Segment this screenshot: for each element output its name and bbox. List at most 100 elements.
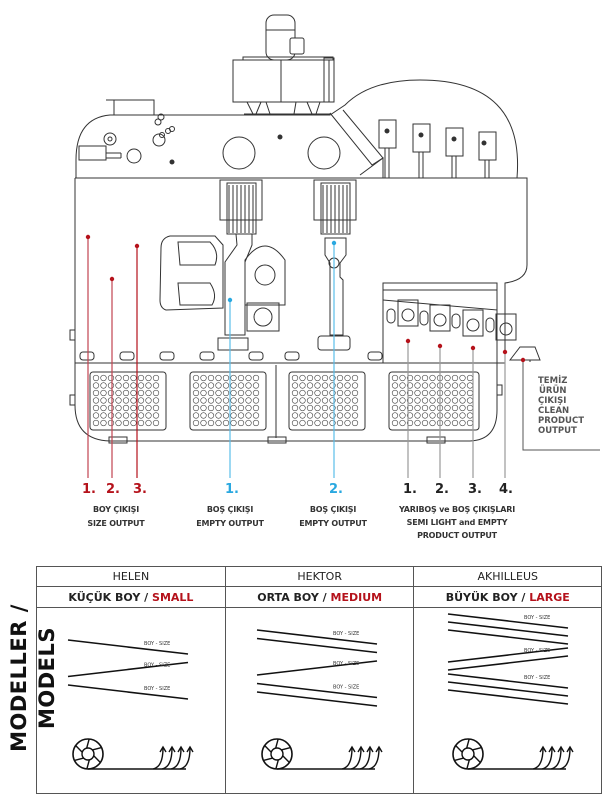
grill-hole xyxy=(245,382,252,389)
grill-hole xyxy=(145,412,152,419)
grill-hole xyxy=(329,382,336,389)
grill-hole xyxy=(130,397,137,404)
size-tr: BÜYÜK BOY / xyxy=(445,590,530,604)
grill-hole xyxy=(429,412,436,419)
grill-hole xyxy=(344,382,351,389)
grill-hole xyxy=(399,397,406,404)
grill-hole xyxy=(406,397,414,404)
grill-hole xyxy=(399,412,406,419)
grill-hole xyxy=(429,382,436,389)
grill-hole xyxy=(237,419,245,427)
grill-hole xyxy=(329,397,336,404)
grill-hole xyxy=(321,397,329,404)
empty-output-2-label-tr: BOŞ ÇIKIŞI xyxy=(309,505,357,514)
model-name-helen: HELEN xyxy=(36,566,226,587)
grill-hole xyxy=(137,412,145,419)
grill-hole xyxy=(406,412,414,419)
grill-hole xyxy=(444,389,451,397)
grill-hole xyxy=(115,419,122,427)
grill-hole xyxy=(466,382,474,389)
grill-hole xyxy=(92,374,100,382)
grill-hole xyxy=(245,404,252,412)
machine-drawing xyxy=(69,14,600,478)
grill-hole xyxy=(451,412,459,419)
grill-hole xyxy=(207,382,215,389)
grill-hole xyxy=(192,412,200,419)
grill-hole xyxy=(100,397,107,404)
grill-hole xyxy=(466,404,474,412)
grill-hole xyxy=(230,404,237,412)
grill-hole xyxy=(192,419,200,427)
grill-hole xyxy=(222,397,230,404)
grill-hole xyxy=(344,412,351,419)
grill-hole xyxy=(230,374,237,382)
grill-hole xyxy=(207,389,215,397)
grill-hole xyxy=(321,382,329,389)
grill-hole xyxy=(122,412,130,419)
grill-hole xyxy=(137,397,145,404)
model-name-hektor: HEKTOR xyxy=(224,566,415,587)
grill-hole xyxy=(321,412,329,419)
grill-hole xyxy=(222,382,230,389)
grill-hole xyxy=(230,382,237,389)
model-size-hektor: ORTA BOY / MEDIUM xyxy=(224,586,415,608)
grill-hole xyxy=(351,389,359,397)
empty-output-1-label-en: EMPTY OUTPUT xyxy=(196,519,264,528)
grill-hole xyxy=(145,419,152,427)
grill-hole xyxy=(107,404,115,412)
grill-hole xyxy=(207,374,215,382)
grill-hole xyxy=(207,397,215,404)
grill-hole xyxy=(299,389,306,397)
grill-hole xyxy=(215,382,222,389)
grill-hole xyxy=(444,419,451,427)
grill-hole xyxy=(391,412,399,419)
top-fan-motor xyxy=(232,14,335,115)
grill-hole xyxy=(192,397,200,404)
grill-hole xyxy=(321,404,329,412)
grill-hole xyxy=(152,412,160,419)
grill-hole xyxy=(237,389,245,397)
grill-hole xyxy=(245,389,252,397)
grill-hole xyxy=(115,382,122,389)
grill-hole xyxy=(107,412,115,419)
size-output-label: BOY ÇIKIŞI SIZE OUTPUT xyxy=(76,503,156,531)
grill-hole xyxy=(414,382,421,389)
grill-hole xyxy=(252,382,260,389)
semi-output-3-number: 3. xyxy=(468,482,482,497)
size-en: LARGE xyxy=(529,590,570,604)
leader-dots xyxy=(85,234,526,363)
clean-product-output-label: TEMİZ ÜRÜN ÇIKIŞI CLEAN PRODUCT OUTPUT xyxy=(538,376,584,436)
grill-hole xyxy=(429,397,436,404)
lower-body xyxy=(69,329,503,444)
grill-hole xyxy=(336,382,344,389)
grill-hole xyxy=(200,374,207,382)
grill-hole xyxy=(115,404,122,412)
grill-hole xyxy=(299,404,306,412)
grill-hole xyxy=(314,412,321,419)
empty-output-2-label: BOŞ ÇIKIŞI EMPTY OUTPUT xyxy=(293,503,373,531)
semi-output-1-number: 1. xyxy=(403,482,417,497)
grill-hole xyxy=(306,374,314,382)
semi-output-4-number: 4. xyxy=(499,482,513,497)
semi-output-2-number: 2. xyxy=(435,482,449,497)
grill-hole xyxy=(291,374,299,382)
grill-hole xyxy=(192,382,200,389)
grill-hole xyxy=(145,382,152,389)
grill-hole xyxy=(336,419,344,427)
grill-holes xyxy=(92,374,474,427)
empty-output-1-label: BOŞ ÇIKIŞI EMPTY OUTPUT xyxy=(190,503,270,531)
grill-hole xyxy=(222,419,230,427)
grill-hole xyxy=(137,374,145,382)
grill-hole xyxy=(444,412,451,419)
grill-hole xyxy=(351,374,359,382)
grill-hole xyxy=(451,389,459,397)
grill-hole xyxy=(414,419,421,427)
grill-hole xyxy=(145,397,152,404)
grill-hole xyxy=(130,389,137,397)
grill-hole xyxy=(429,404,436,412)
grill-hole xyxy=(414,412,421,419)
grill-hole xyxy=(329,389,336,397)
grill-hole xyxy=(399,419,406,427)
grill-hole xyxy=(451,382,459,389)
grill-hole xyxy=(115,389,122,397)
